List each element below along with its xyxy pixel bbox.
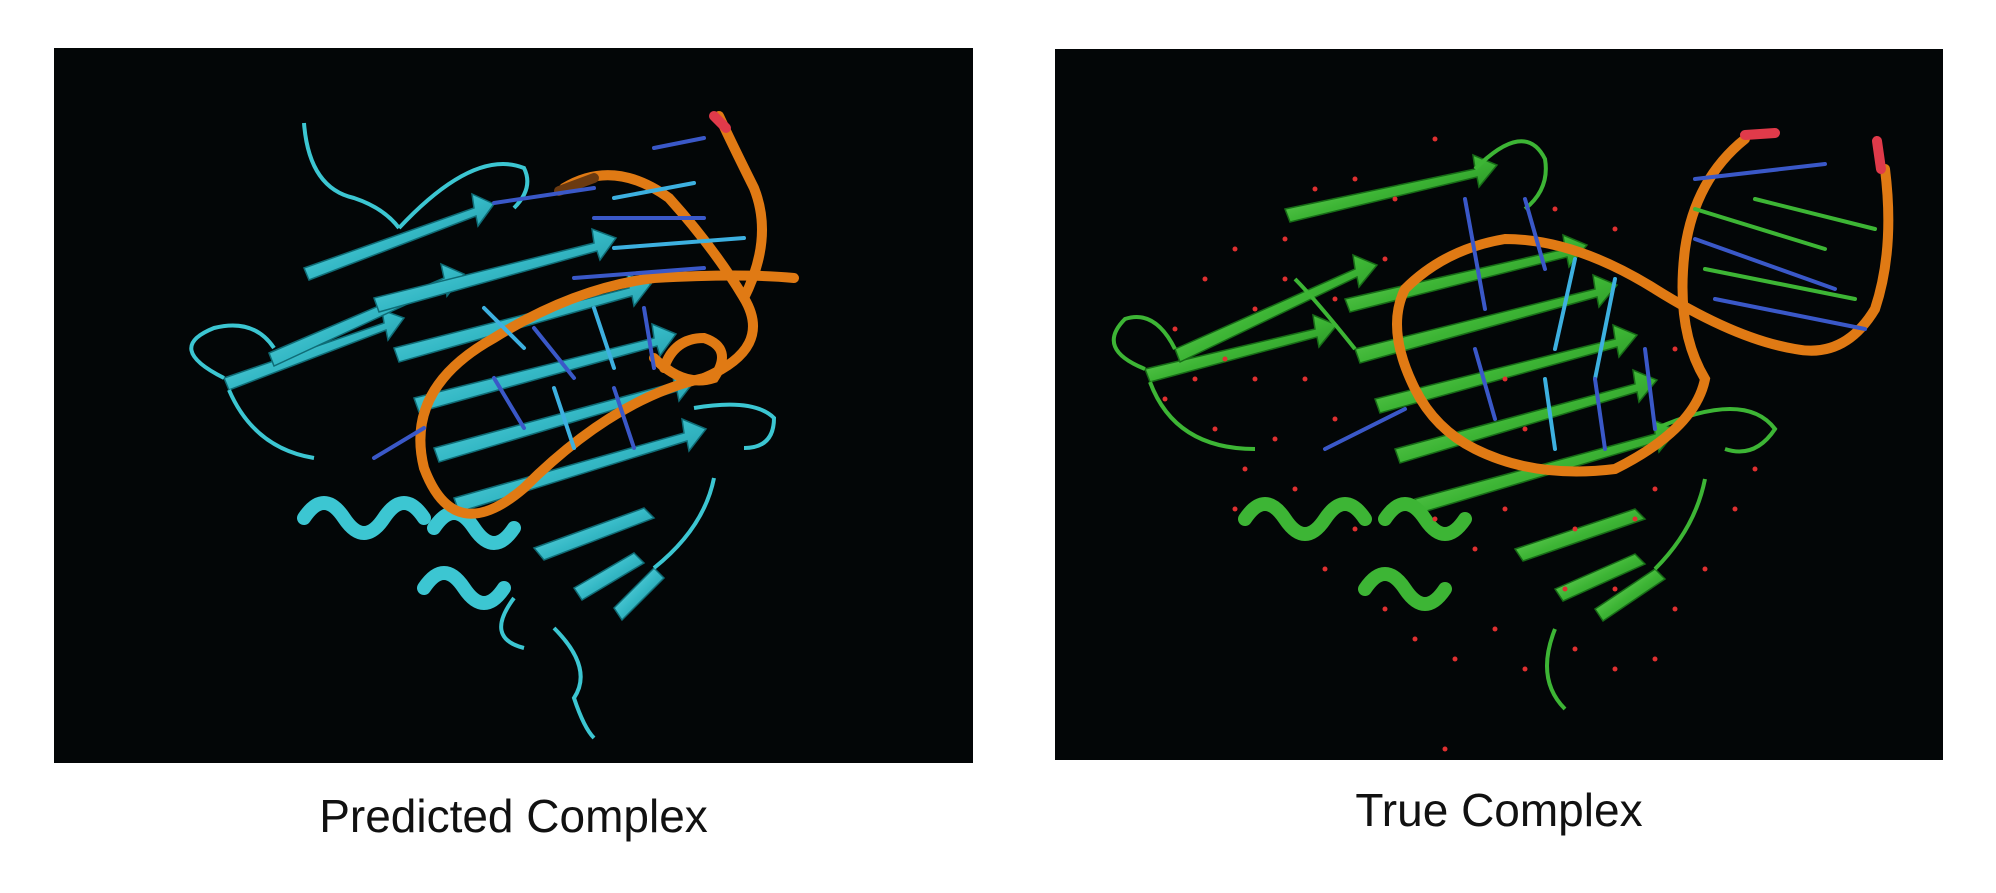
true-structure-render bbox=[1111, 128, 1894, 752]
rna-base-pairs bbox=[1323, 162, 1877, 451]
rna-3prime-end bbox=[1872, 136, 1886, 174]
predicted-complex-panel bbox=[54, 48, 973, 763]
true-complex-caption: True Complex bbox=[1355, 784, 1643, 836]
rna-5prime-end bbox=[709, 111, 731, 133]
rna-base-pairs bbox=[372, 136, 746, 460]
protein-helices bbox=[297, 496, 521, 610]
rna-backbone bbox=[1392, 134, 1894, 477]
protein-loops bbox=[1111, 139, 1778, 711]
protein-loops bbox=[189, 122, 777, 740]
predicted-structure-render bbox=[189, 111, 799, 740]
protein-helices bbox=[1238, 497, 1472, 611]
rna-backbone bbox=[415, 111, 799, 519]
water-molecules bbox=[1162, 136, 1758, 752]
predicted-complex-caption: Predicted Complex bbox=[319, 790, 708, 842]
true-complex-panel bbox=[1055, 49, 1943, 760]
rna-5prime-end bbox=[1740, 128, 1780, 140]
rna-3prime-end bbox=[554, 173, 599, 196]
